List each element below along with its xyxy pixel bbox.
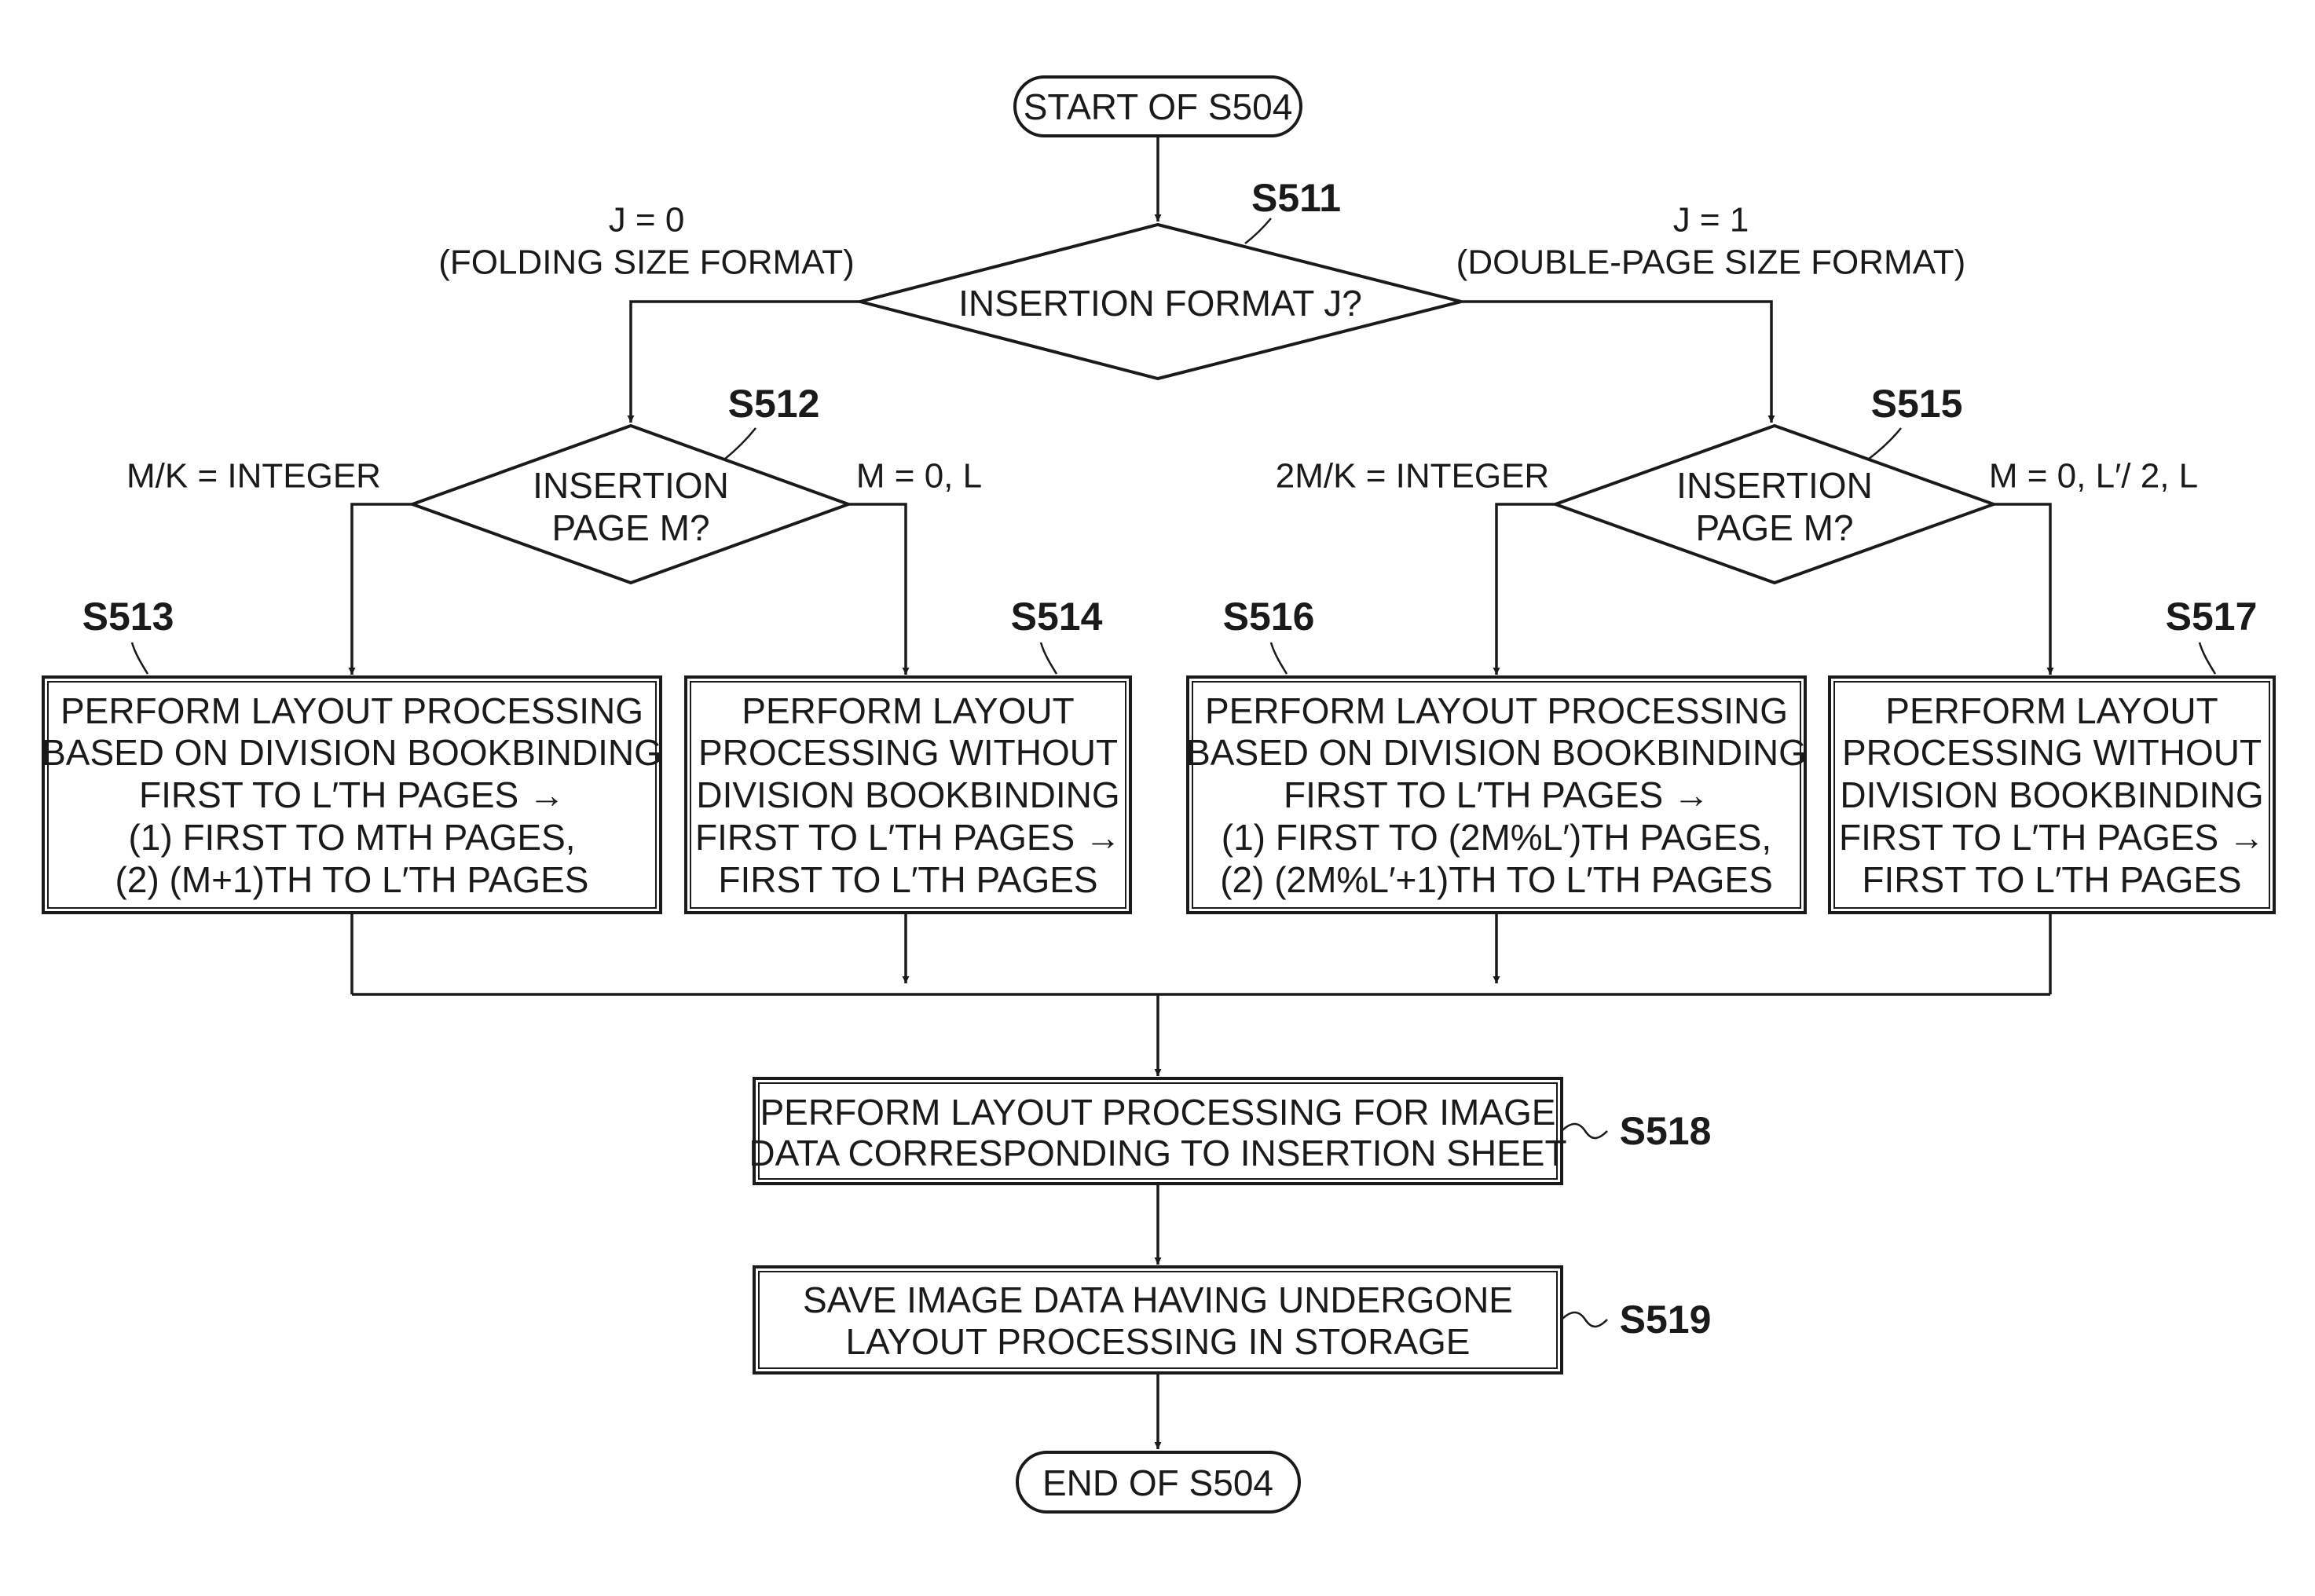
process-s514-line4: FIRST TO L′TH PAGES → bbox=[695, 817, 1121, 858]
process-s516-line1: PERFORM LAYOUT PROCESSING bbox=[1205, 690, 1788, 731]
decision-s515-line2: PAGE M? bbox=[1695, 507, 1853, 548]
process-s514-line3: DIVISION BOOKBINDING bbox=[696, 774, 1119, 815]
decision-s515: INSERTION PAGE M? S515 2M/K = INTEGER M … bbox=[1276, 382, 2198, 583]
process-s519: SAVE IMAGE DATA HAVING UNDERGONE LAYOUT … bbox=[754, 1267, 1711, 1373]
process-s513-line2: BASED ON DIVISION BOOKBINDING bbox=[42, 732, 662, 773]
branch-j0-format: (FOLDING SIZE FORMAT) bbox=[438, 243, 855, 282]
process-s516-line4: (1) FIRST TO (2M%L′)TH PAGES, bbox=[1222, 817, 1771, 858]
decision-s512-line1: INSERTION bbox=[533, 465, 729, 506]
branch-m-0-l-half-l: M = 0, L′/ 2, L bbox=[1989, 457, 2198, 496]
step-s516-leader bbox=[1271, 642, 1287, 674]
step-s513-label: S513 bbox=[82, 595, 174, 639]
process-s518-line2: DATA CORRESPONDING TO INSERTION SHEET bbox=[749, 1133, 1566, 1173]
arrow-s515-to-s516 bbox=[1496, 504, 1555, 675]
process-s513-line1: PERFORM LAYOUT PROCESSING bbox=[60, 690, 643, 731]
step-s511-label: S511 bbox=[1251, 176, 1341, 220]
step-s511-leader bbox=[1245, 218, 1271, 243]
decision-s515-line1: INSERTION bbox=[1676, 465, 1873, 506]
step-s512-leader bbox=[724, 428, 756, 459]
branch-m-0-l: M = 0, L bbox=[856, 457, 982, 496]
step-s514-label: S514 bbox=[1011, 595, 1103, 639]
process-s519-line2: LAYOUT PROCESSING IN STORAGE bbox=[846, 1321, 1471, 1362]
process-s516-line2: BASED ON DIVISION BOOKBINDING bbox=[1186, 732, 1807, 773]
decision-s511-text: INSERTION FORMAT J? bbox=[958, 283, 1362, 324]
decision-s511: INSERTION FORMAT J? S511 J = 0 (FOLDING … bbox=[438, 176, 1965, 379]
step-s512-label: S512 bbox=[728, 382, 820, 426]
process-s517-line1: PERFORM LAYOUT bbox=[1885, 690, 2218, 731]
process-s513-line4: (1) FIRST TO MTH PAGES, bbox=[128, 817, 575, 858]
step-s519-label: S519 bbox=[1620, 1298, 1712, 1342]
process-s513-line5: (2) (M+1)TH TO L′TH PAGES bbox=[115, 859, 589, 900]
process-s514: PERFORM LAYOUT PROCESSING WITHOUT DIVISI… bbox=[686, 595, 1130, 913]
start-label: START OF S504 bbox=[1024, 86, 1293, 127]
arrow-s511-to-s515 bbox=[1461, 302, 1771, 423]
branch-j1-value: J = 1 bbox=[1673, 201, 1749, 240]
step-s514-leader bbox=[1041, 642, 1057, 674]
step-s515-label: S515 bbox=[1871, 382, 1963, 426]
decision-s512: INSERTION PAGE M? S512 M/K = INTEGER M =… bbox=[126, 382, 982, 583]
process-s517-line3: DIVISION BOOKBINDING bbox=[1840, 774, 2263, 815]
arrow-s512-to-s513 bbox=[352, 504, 412, 675]
step-s517-label: S517 bbox=[2166, 595, 2258, 639]
process-s519-line1: SAVE IMAGE DATA HAVING UNDERGONE bbox=[803, 1279, 1513, 1320]
end-terminal: END OF S504 bbox=[1017, 1452, 1299, 1512]
branch-2m-k-integer: 2M/K = INTEGER bbox=[1276, 457, 1549, 496]
start-terminal: START OF S504 bbox=[1015, 77, 1301, 136]
process-s517: PERFORM LAYOUT PROCESSING WITHOUT DIVISI… bbox=[1830, 595, 2274, 913]
process-s518-line1: PERFORM LAYOUT PROCESSING FOR IMAGE bbox=[760, 1092, 1556, 1133]
process-s513-line3: FIRST TO L′TH PAGES → bbox=[139, 774, 565, 815]
process-s514-line2: PROCESSING WITHOUT bbox=[698, 732, 1118, 773]
branch-m-k-integer: M/K = INTEGER bbox=[126, 457, 381, 496]
step-s518-leader bbox=[1562, 1124, 1607, 1138]
process-s518: PERFORM LAYOUT PROCESSING FOR IMAGE DATA… bbox=[749, 1078, 1711, 1184]
decision-s512-line2: PAGE M? bbox=[551, 507, 709, 548]
step-s513-leader bbox=[132, 642, 148, 674]
process-s516-line3: FIRST TO L′TH PAGES → bbox=[1284, 774, 1709, 815]
step-s519-leader bbox=[1562, 1312, 1607, 1327]
branch-j0-value: J = 0 bbox=[609, 201, 685, 240]
arrow-s515-to-s517 bbox=[1994, 504, 2050, 675]
process-s517-line4: FIRST TO L′TH PAGES → bbox=[1839, 817, 2265, 858]
process-s514-line5: FIRST TO L′TH PAGES bbox=[718, 859, 1097, 900]
process-s517-line5: FIRST TO L′TH PAGES bbox=[1862, 859, 2241, 900]
end-label: END OF S504 bbox=[1042, 1462, 1273, 1503]
process-s514-line1: PERFORM LAYOUT bbox=[742, 690, 1074, 731]
step-s517-leader bbox=[2200, 642, 2215, 674]
branch-j1-format: (DOUBLE-PAGE SIZE FORMAT) bbox=[1456, 243, 1966, 282]
arrow-s512-to-s514 bbox=[848, 504, 906, 675]
step-s515-leader bbox=[1868, 428, 1901, 459]
step-s516-label: S516 bbox=[1223, 595, 1315, 639]
process-s516-line5: (2) (2M%L′+1)TH TO L′TH PAGES bbox=[1220, 859, 1773, 900]
step-s518-label: S518 bbox=[1620, 1109, 1712, 1153]
process-s517-line2: PROCESSING WITHOUT bbox=[1842, 732, 2262, 773]
